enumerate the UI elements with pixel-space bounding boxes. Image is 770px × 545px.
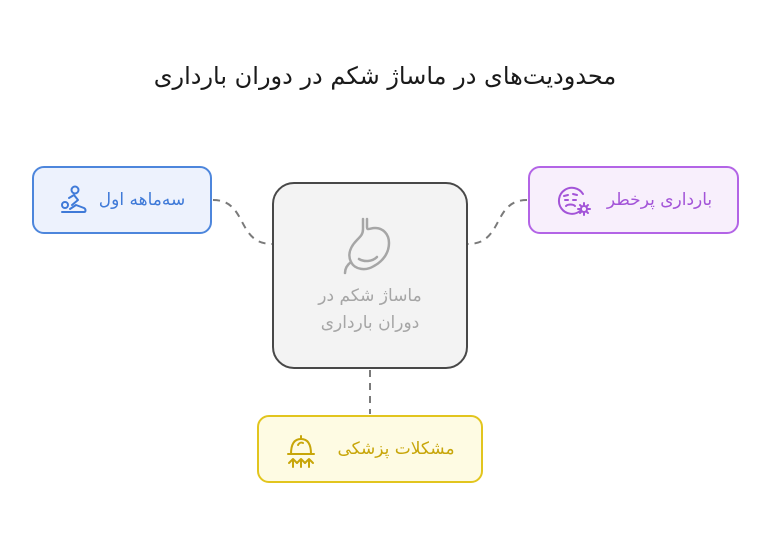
massage-person-icon <box>59 185 87 215</box>
center-node[interactable]: ماساژ شکم در دوران بارداری <box>272 182 468 369</box>
node-high-risk[interactable]: بارداری پرخطر <box>528 166 739 234</box>
alarm-bell-icon <box>285 430 317 468</box>
connector-first-trimester <box>212 199 273 245</box>
node-medical-problems-label: مشکلات پزشکی <box>337 439 455 459</box>
center-label: ماساژ شکم در دوران بارداری <box>318 285 422 333</box>
diagram-title: محدودیت‌های در ماساژ شکم در دوران باردار… <box>153 62 617 90</box>
node-first-trimester-label: سه‌ماهه اول <box>98 190 186 210</box>
sick-face-icon <box>555 181 593 219</box>
connector-high-risk <box>467 199 528 245</box>
stomach-icon <box>339 215 401 277</box>
node-high-risk-label: بارداری پرخطر <box>606 190 713 210</box>
node-first-trimester[interactable]: سه‌ماهه اول <box>32 166 212 234</box>
node-medical-problems[interactable]: مشکلات پزشکی <box>257 415 483 483</box>
